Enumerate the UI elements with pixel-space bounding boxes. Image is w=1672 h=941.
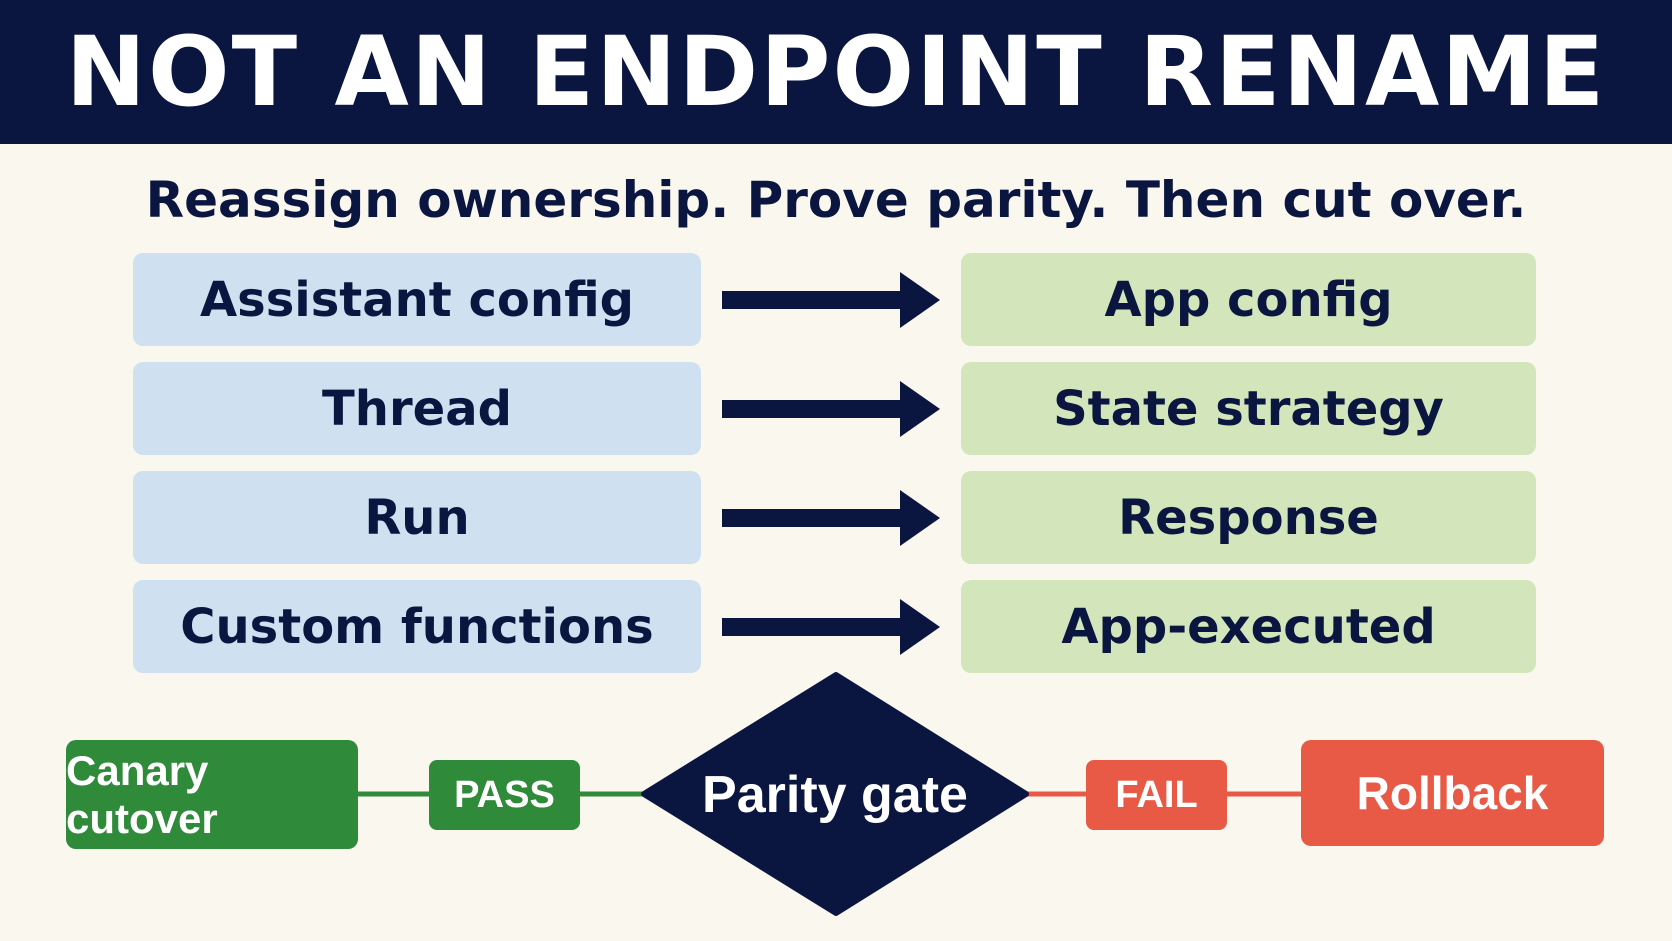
target-box-app-config: App config <box>961 253 1536 346</box>
fail-badge: FAIL <box>1086 760 1227 830</box>
target-box-app-executed: App-executed <box>961 580 1536 673</box>
rollback-box: Rollback <box>1301 740 1604 846</box>
source-box-assistant-config: Assistant config <box>133 253 701 346</box>
canary-cutover-box: Canary cutover <box>66 740 358 849</box>
decision-diamond <box>641 672 1029 916</box>
arrow-right-icon <box>722 490 940 546</box>
parity-gate-diagram <box>358 672 1301 916</box>
parity-gate-label: Parity gate <box>702 766 968 824</box>
arrow-right-icon <box>722 599 940 655</box>
pass-badge: PASS <box>429 760 580 830</box>
source-box-custom-functions: Custom functions <box>133 580 701 673</box>
title-banner: NOT AN ENDPOINT RENAME <box>0 0 1672 144</box>
subtitle: Reassign ownership. Prove parity. Then c… <box>145 171 1527 229</box>
arrow-right-icon <box>722 381 940 437</box>
source-box-run: Run <box>133 471 701 564</box>
target-box-state-strategy: State strategy <box>961 362 1536 455</box>
source-box-thread: Thread <box>133 362 701 455</box>
arrow-right-icon <box>722 272 940 328</box>
page-title: NOT AN ENDPOINT RENAME <box>65 16 1607 128</box>
target-box-response: Response <box>961 471 1536 564</box>
